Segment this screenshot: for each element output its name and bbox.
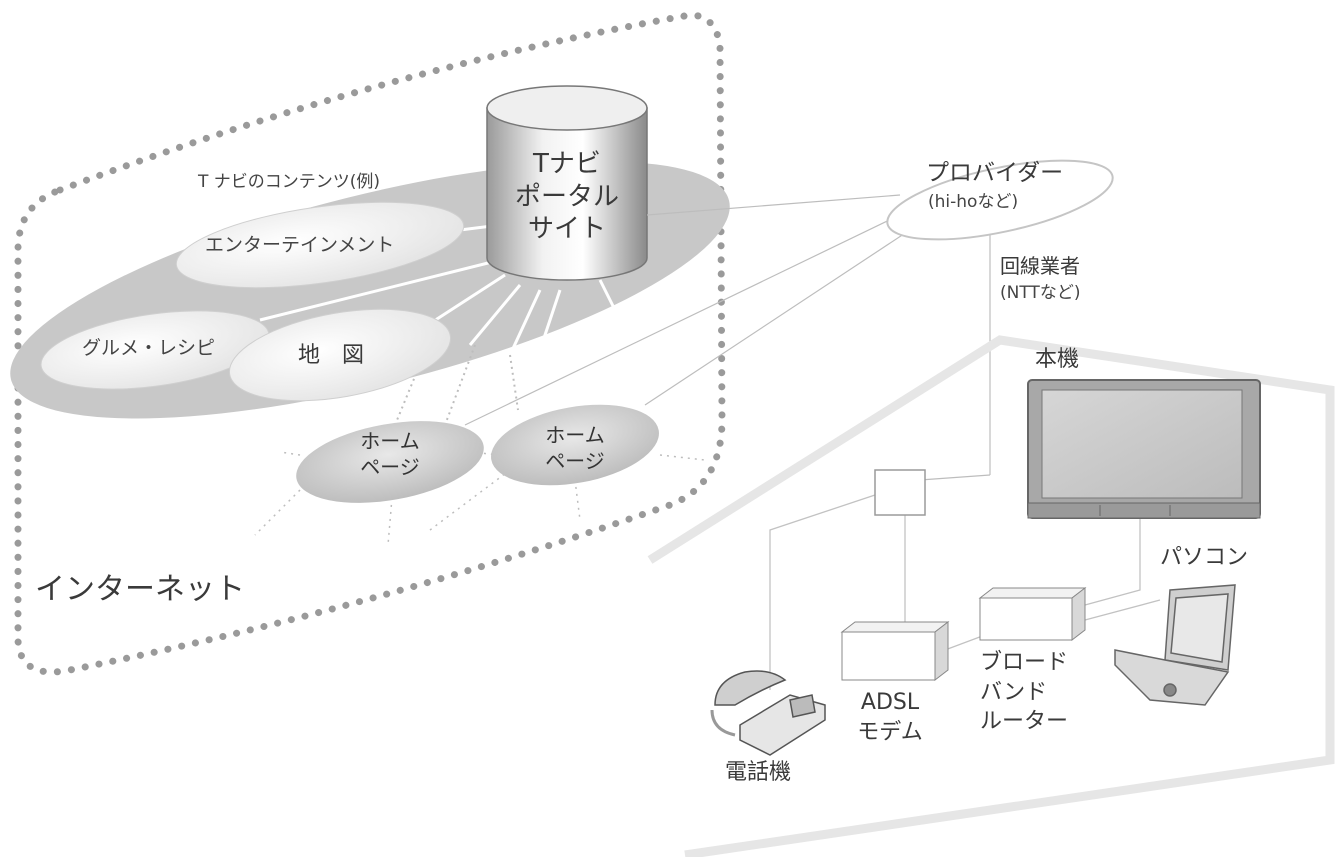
internet-boundary <box>14 11 726 676</box>
router-label-line-2: バンド <box>980 679 1048 705</box>
provider-example: (hi-hoなど) <box>928 192 1019 212</box>
homepage-2-line-1: ホーム <box>545 423 605 447</box>
portal-cylinder <box>486 85 648 281</box>
homepage-2-line-2: ページ <box>545 449 605 473</box>
provider-label: プロバイダー <box>926 160 1064 186</box>
tv-label: 本機 <box>1035 347 1080 372</box>
contents-caption: T ナビのコンテンツ(例) <box>198 172 381 192</box>
pc-label: パソコン <box>1160 545 1249 570</box>
router-label-line-1: ブロード <box>980 650 1069 675</box>
carrier-label: 回線業者 <box>1000 254 1080 278</box>
portal-label-line-2: ポータル <box>514 181 619 212</box>
portal-label: Tナビ ポータル サイト <box>487 148 647 246</box>
modem-graphic <box>840 620 950 682</box>
portal-label-line-3: サイト <box>527 214 606 244</box>
modem-label-line-1: ADSL <box>860 690 920 715</box>
router-graphic <box>978 586 1087 642</box>
provider-cloud <box>886 159 1114 241</box>
laptop-graphic <box>1114 584 1236 706</box>
entertainment-ellipse <box>175 201 465 289</box>
carrier-example: (NTTなど) <box>1000 283 1081 303</box>
homepage-2-ellipse <box>491 404 659 486</box>
router-label: ブロード バンド ルーター <box>980 648 1068 737</box>
homepage-1-line-2: ページ <box>360 455 420 479</box>
tv-graphic <box>1027 379 1261 519</box>
modem-label-line-2: モデム <box>857 719 923 745</box>
homepage-2-label: ホーム ページ <box>525 422 625 474</box>
house-outline <box>647 335 1335 857</box>
homepage-1-ellipse <box>296 421 484 503</box>
splitter-box <box>874 469 926 516</box>
router-label-line-3: ルーター <box>980 709 1069 735</box>
internet-label: インターネット <box>35 572 245 607</box>
modem-label: ADSL モデム <box>835 688 945 747</box>
entertainment-label: エンターテインメント <box>205 234 395 256</box>
homepage-1-label: ホーム ページ <box>340 428 440 480</box>
phone-label: 電話機 <box>725 760 792 785</box>
map-label: 地 図 <box>298 343 365 368</box>
telephone-graphic <box>710 670 826 756</box>
map-ellipse <box>228 308 452 402</box>
gourmet-label: グルメ・レシピ <box>82 337 216 359</box>
homepage-1-line-1: ホーム <box>360 429 420 453</box>
portal-label-line-1: Tナビ <box>533 149 601 179</box>
